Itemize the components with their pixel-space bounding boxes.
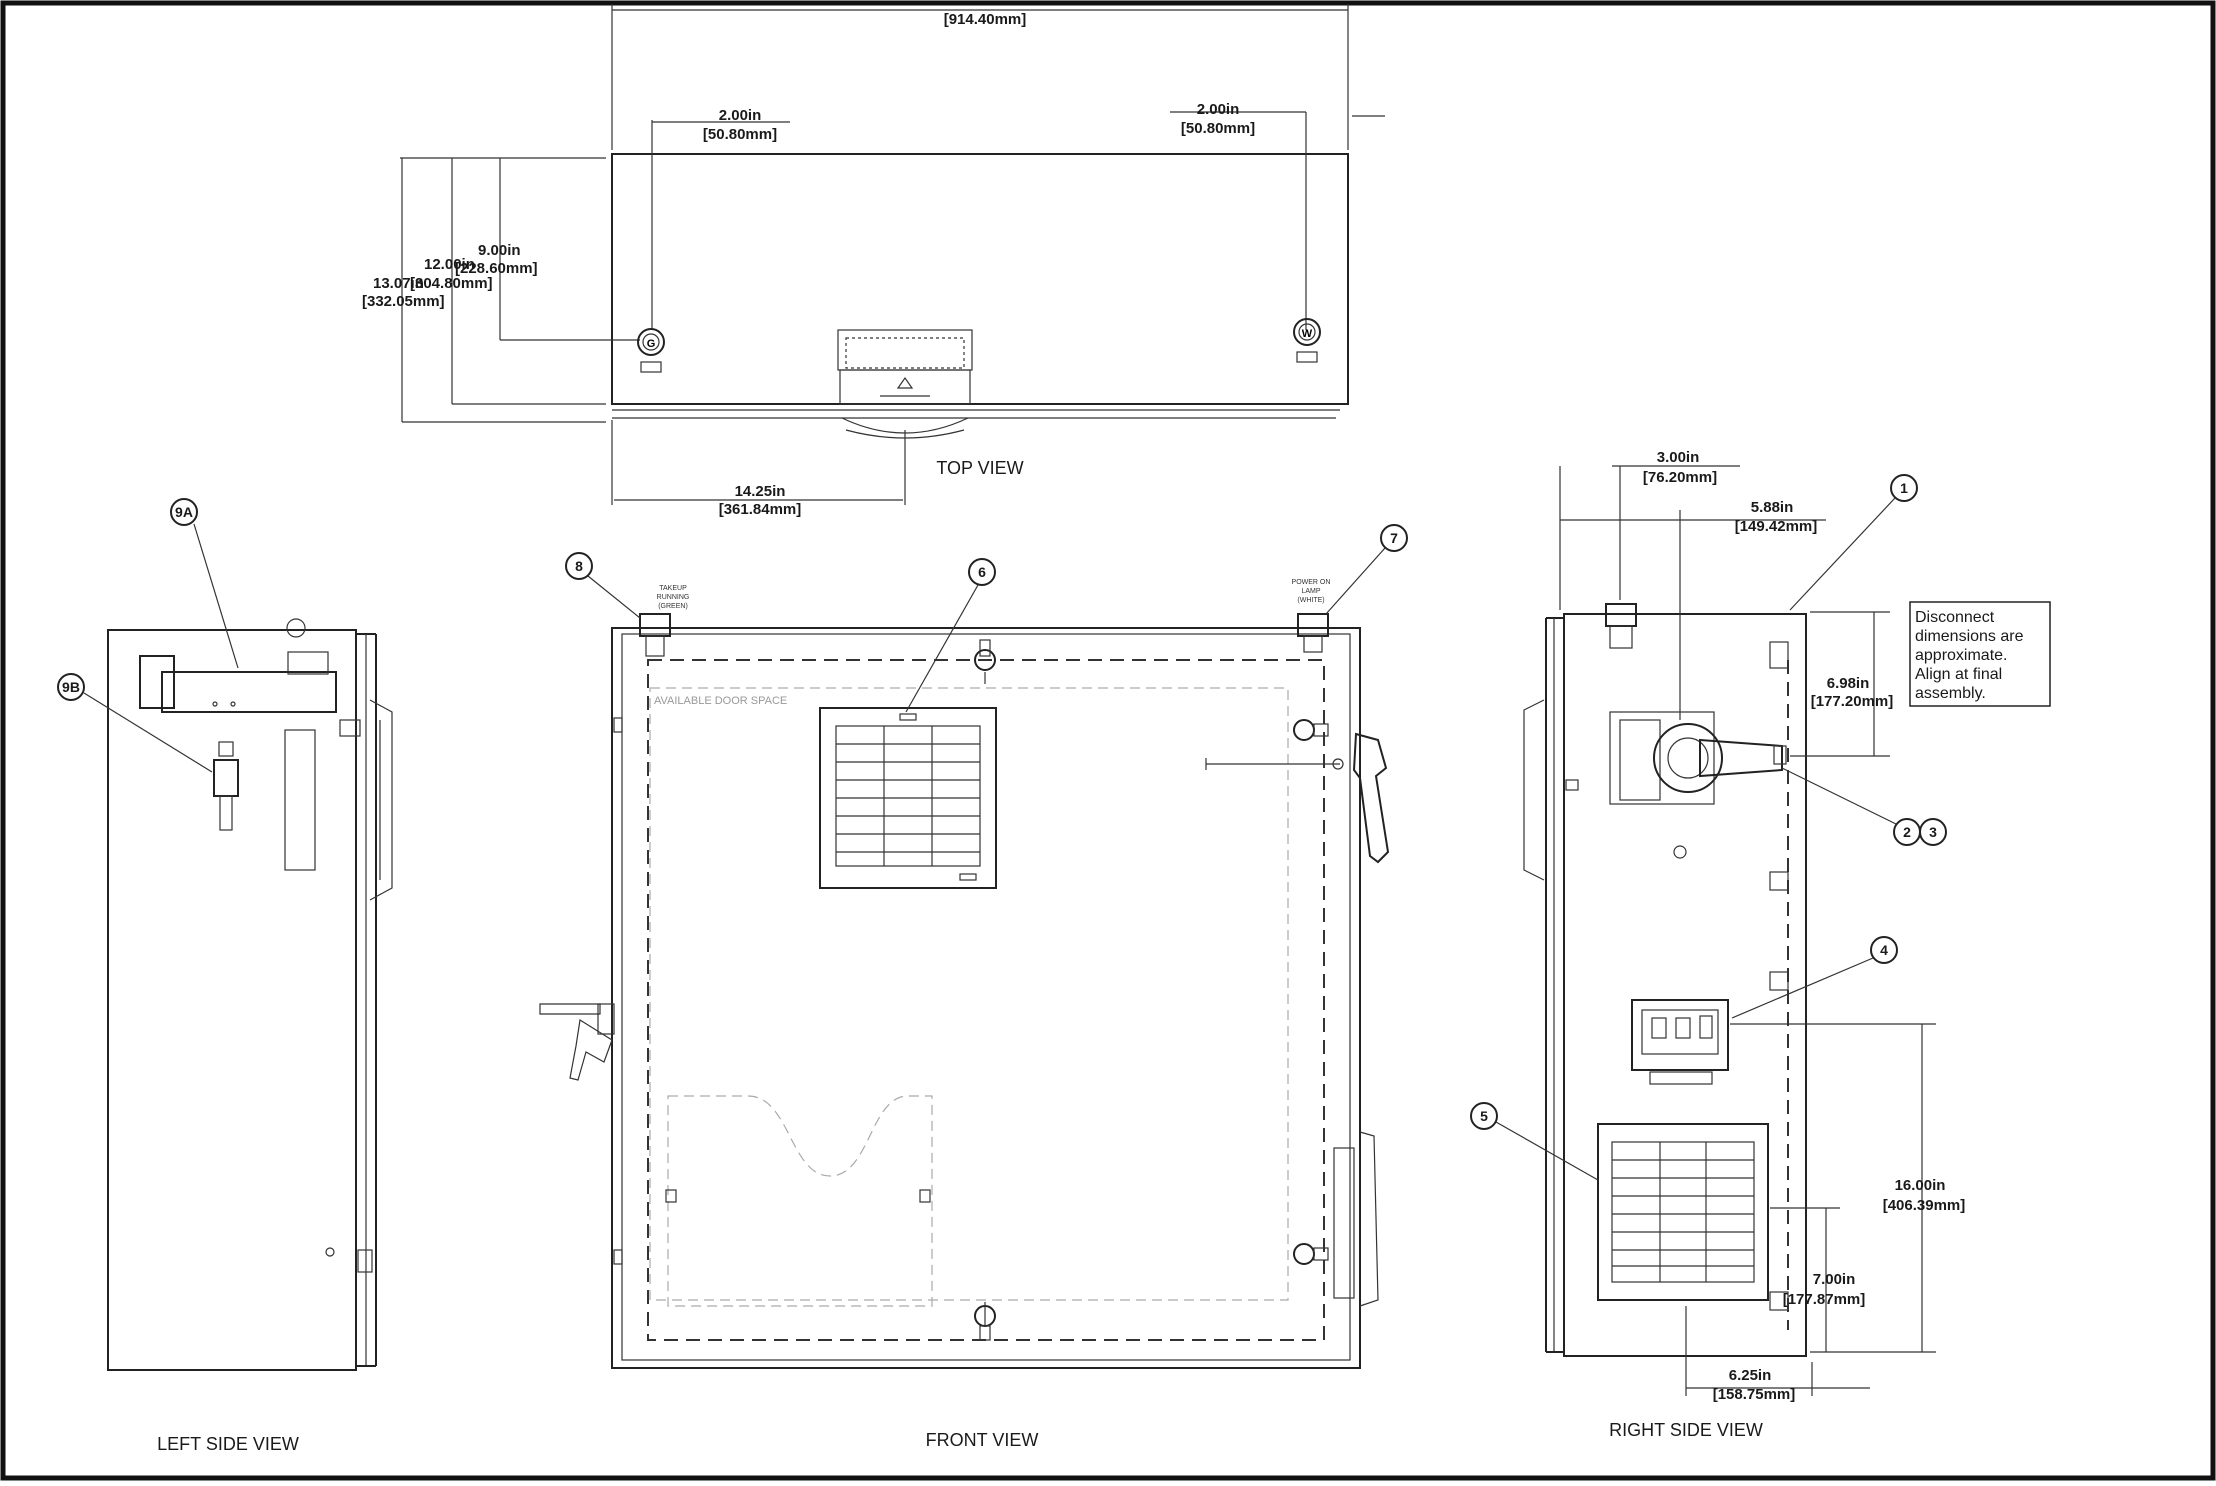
svg-text:3: 3 xyxy=(1929,824,1937,840)
svg-text:G: G xyxy=(647,338,656,350)
front-view: AVAILABLE DOOR SPACE xyxy=(539,524,1408,1450)
svg-text:Disconnect: Disconnect xyxy=(1915,609,1995,626)
front-pilot-light-white: POWER ON LAMP (WHITE) xyxy=(1292,579,1331,653)
dim-rs-7-in: 7.00in xyxy=(1813,1271,1856,1288)
dim-handle-offset-in: 14.25in xyxy=(735,483,786,500)
door-latch-top xyxy=(974,639,996,684)
svg-text:RUNNING: RUNNING xyxy=(657,594,690,601)
solenoid-valve xyxy=(139,618,337,713)
right-side-view: 3.00in [76.20mm] 5.88in [149.42mm] 6.98i… xyxy=(1470,449,2051,1440)
dim-depth-9-mm: [228.60mm] xyxy=(455,260,538,277)
svg-text:2: 2 xyxy=(1903,824,1911,840)
dim-depth-13-in: 13.07in xyxy=(373,275,424,292)
left-view-body xyxy=(107,629,357,1371)
dim-rs-625-mm: [158.75mm] xyxy=(1713,1386,1796,1403)
balloon-3: 3 xyxy=(1919,818,1947,846)
dim-rs-588-in: 5.88in xyxy=(1751,499,1794,516)
disconnect-note: Disconnect dimensions are approximate. A… xyxy=(1909,601,2051,707)
top-view-label: TOP VIEW xyxy=(936,458,1023,478)
dim-handle-offset-mm: [361.84mm] xyxy=(719,501,802,518)
svg-text:4: 4 xyxy=(1880,942,1888,958)
svg-text:dimensions are: dimensions are xyxy=(1915,628,2024,645)
right-view-pilot-light xyxy=(1605,603,1637,649)
door-latch-right-top xyxy=(1293,719,1329,741)
front-vent-grille xyxy=(819,707,997,889)
door-latch-bottom xyxy=(974,1302,996,1341)
top-view: [914.40mm] 2.00in [50.80mm] 2.00in [50.8… xyxy=(362,4,1385,518)
front-view-label: FRONT VIEW xyxy=(926,1430,1039,1450)
top-view-body xyxy=(611,153,1349,405)
dim-rs-3-mm: [76.20mm] xyxy=(1643,469,1717,486)
balloon-8: 8 xyxy=(565,552,641,619)
dim-depth-9-in: 9.00in xyxy=(478,242,521,259)
disconnect-handle xyxy=(1205,732,1390,864)
right-view-fan xyxy=(1523,699,1579,881)
svg-text:assembly.: assembly. xyxy=(1915,685,1986,702)
pilot-light-white: W xyxy=(1293,318,1321,363)
dim-rs-698-in: 6.98in xyxy=(1827,675,1870,692)
available-door-space xyxy=(649,687,1289,1301)
dim-rs-588-mm: [149.42mm] xyxy=(1735,518,1818,535)
svg-text:8: 8 xyxy=(575,558,583,574)
dim-rs-3-in: 3.00in xyxy=(1657,449,1700,466)
balloon-4: 4 xyxy=(1731,936,1898,1019)
dim-depth-13-mm: [332.05mm] xyxy=(362,293,445,310)
svg-text:LAMP: LAMP xyxy=(1301,588,1320,595)
left-side-fan xyxy=(284,699,393,901)
pilot-light-green: G xyxy=(637,328,665,373)
balloon-1: 1 xyxy=(1789,474,1918,611)
balloon-5: 5 xyxy=(1470,1102,1599,1181)
svg-text:(GREEN): (GREEN) xyxy=(658,603,688,610)
right-vent-grille xyxy=(1597,1123,1769,1301)
dim-left-offset-in: 2.00in xyxy=(719,107,762,124)
door-latch-right-bottom xyxy=(1293,1243,1329,1265)
available-door-space-label: AVAILABLE DOOR SPACE xyxy=(654,695,787,707)
dim-right-offset-in: 2.00in xyxy=(1197,101,1240,118)
svg-text:TAKEUP: TAKEUP xyxy=(659,585,687,592)
dim-right-offset-mm: [50.80mm] xyxy=(1181,120,1255,137)
svg-text:7: 7 xyxy=(1390,530,1398,546)
dim-overall-width-mm: [914.40mm] xyxy=(944,11,1027,28)
svg-text:9B: 9B xyxy=(62,679,80,695)
dim-rs-16-mm: [406.39mm] xyxy=(1883,1197,1966,1214)
dim-depth-12-mm: [304.80mm] xyxy=(410,275,493,292)
right-view-body xyxy=(1563,613,1807,1357)
left-side-view: LEFT SIDE VIEW 9A 9B xyxy=(57,498,393,1454)
svg-text:9A: 9A xyxy=(175,504,193,520)
svg-text:1: 1 xyxy=(1900,480,1908,496)
receptacle xyxy=(1631,999,1729,1085)
front-view-body xyxy=(611,627,1361,1369)
disconnect-switch xyxy=(1609,711,1783,859)
dim-left-offset-mm: [50.80mm] xyxy=(703,126,777,143)
svg-text:5: 5 xyxy=(1480,1108,1488,1124)
svg-text:6: 6 xyxy=(978,564,986,580)
right-side-view-label: RIGHT SIDE VIEW xyxy=(1609,1420,1763,1440)
air-fitting xyxy=(213,741,239,831)
svg-text:Align at final: Align at final xyxy=(1915,666,2002,683)
door-outline-dashed xyxy=(647,659,1325,1341)
svg-text:(WHITE): (WHITE) xyxy=(1297,597,1324,604)
left-hinge xyxy=(539,1003,615,1081)
svg-text:approximate.: approximate. xyxy=(1915,647,2008,664)
balloon-2: 2 xyxy=(1781,767,1921,846)
svg-text:W: W xyxy=(1302,328,1313,340)
balloon-9b: 9B xyxy=(57,673,213,773)
dim-rs-698-mm: [177.20mm] xyxy=(1811,693,1894,710)
front-pilot-light-green: TAKEUP RUNNING (GREEN) xyxy=(639,585,690,657)
dim-rs-7-mm: [177.87mm] xyxy=(1783,1291,1866,1308)
dim-rs-625-in: 6.25in xyxy=(1729,1367,1772,1384)
balloon-6: 6 xyxy=(905,558,996,713)
right-seal-strip xyxy=(1333,1131,1379,1307)
balloon-7: 7 xyxy=(1325,524,1408,615)
svg-text:POWER ON: POWER ON xyxy=(1292,579,1331,586)
balloon-9a: 9A xyxy=(170,498,239,669)
left-side-view-label: LEFT SIDE VIEW xyxy=(157,1434,299,1454)
dim-rs-16-in: 16.00in xyxy=(1895,1177,1946,1194)
top-fan-housing xyxy=(837,329,973,439)
dim-depth-12-in: 12.00in xyxy=(424,256,475,273)
